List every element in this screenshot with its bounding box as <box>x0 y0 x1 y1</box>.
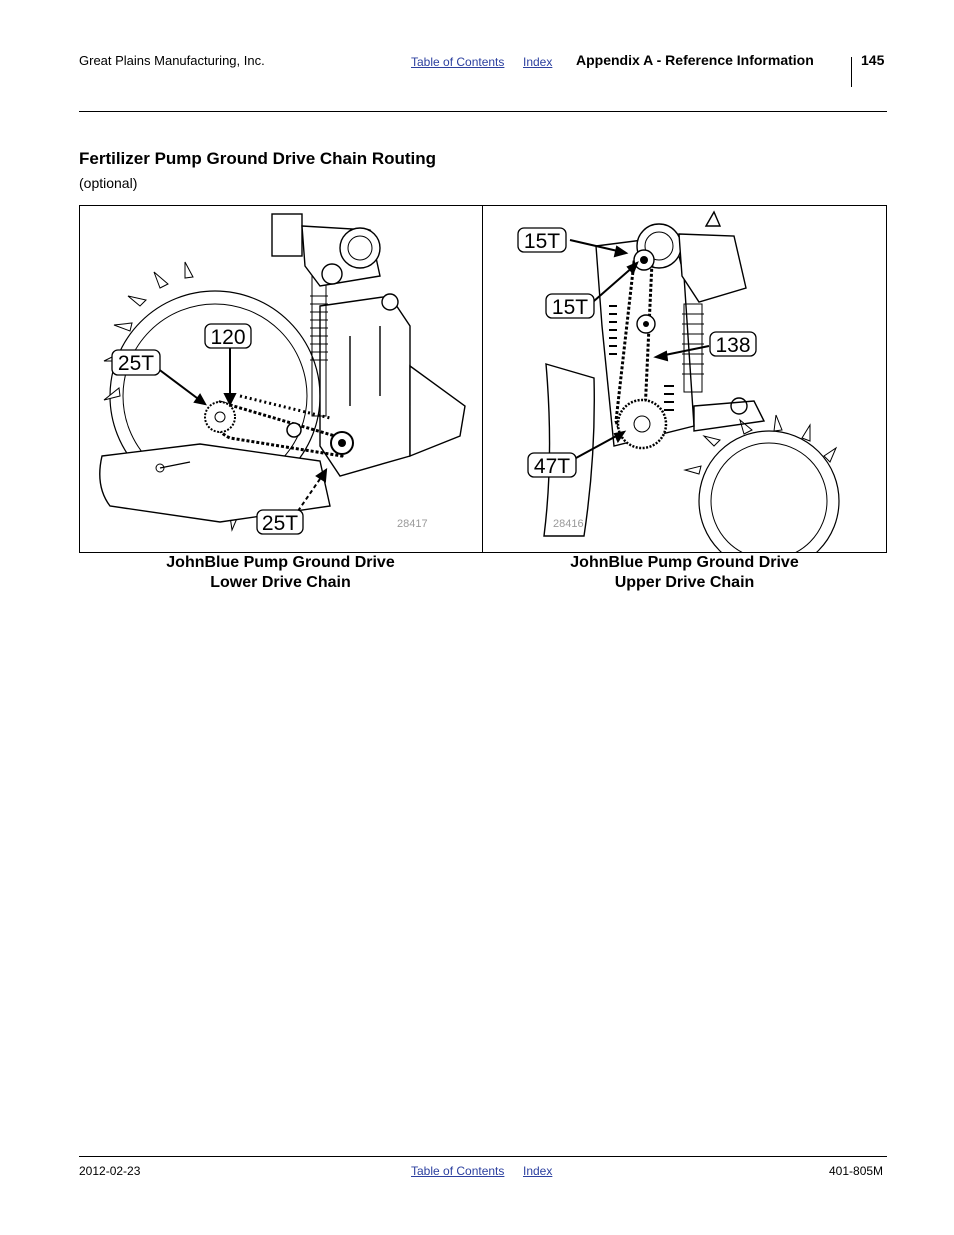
caption-line-2: Upper Drive Chain <box>614 574 755 591</box>
svg-text:25T: 25T <box>118 352 154 375</box>
caption-upper-drive-chain: JohnBlue Pump Ground Drive Upper Drive C… <box>484 553 885 593</box>
footer-rule <box>79 1156 887 1157</box>
callout-right-15t-top: 15T <box>517 227 567 253</box>
company-name: Great Plains Manufacturing, Inc. <box>79 53 265 68</box>
figure-number-left: 28417 <box>397 518 428 530</box>
footer-toc-link[interactable]: Table of Contents <box>411 1164 505 1178</box>
page-subtitle: (optional) <box>79 175 138 191</box>
header-toc-link[interactable]: Table of Contents <box>411 55 505 69</box>
callout-right-138: 138 <box>709 331 757 357</box>
callout-left-120: 120 <box>204 323 252 349</box>
page-number: 145 <box>861 52 885 68</box>
svg-text:25T: 25T <box>262 512 298 535</box>
footer-doc-number: 401-805M <box>829 1164 884 1178</box>
callout-right-15t-mid: 15T <box>545 293 595 319</box>
callout-left-25t-top: 25T <box>111 349 161 376</box>
caption-line-1: JohnBlue Pump Ground Drive <box>570 554 799 571</box>
footer-date: 2012-02-23 <box>79 1164 141 1178</box>
figure-divider <box>482 205 483 553</box>
caption-line-1: JohnBlue Pump Ground Drive <box>166 554 395 571</box>
svg-text:120: 120 <box>210 326 245 349</box>
header-index-link[interactable]: Index <box>523 55 553 69</box>
section-heading: Appendix A - Reference Information <box>576 52 814 68</box>
caption-line-2: Lower Drive Chain <box>210 574 351 591</box>
footer-index-link[interactable]: Index <box>523 1164 553 1178</box>
callout-left-25t-bottom: 25T <box>256 509 304 535</box>
svg-text:47T: 47T <box>534 455 570 478</box>
figure-number-right: 28416 <box>553 518 584 530</box>
svg-text:15T: 15T <box>552 296 588 319</box>
upper-drive-chain-illustration <box>484 206 886 552</box>
page-title: Fertilizer Pump Ground Drive Chain Routi… <box>79 149 437 168</box>
caption-lower-drive-chain: JohnBlue Pump Ground Drive Lower Drive C… <box>80 553 481 593</box>
header-divider <box>851 57 852 87</box>
svg-text:15T: 15T <box>524 230 560 253</box>
figure-frame <box>79 205 887 553</box>
callout-right-47t: 47T <box>527 452 577 478</box>
lower-drive-chain-illustration <box>80 206 482 552</box>
svg-text:138: 138 <box>715 334 750 357</box>
header-rule <box>79 111 887 112</box>
